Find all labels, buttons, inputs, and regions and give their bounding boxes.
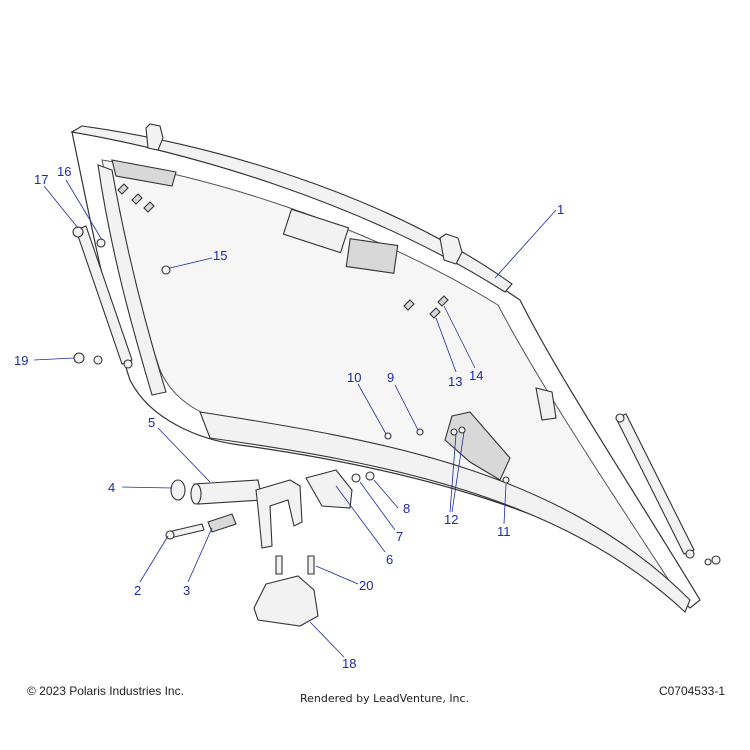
striker-mount-18	[253, 575, 319, 627]
screw-20a	[275, 555, 283, 575]
callout-18: 18	[342, 656, 356, 671]
callout-16: 16	[57, 164, 71, 179]
bolt-14	[437, 295, 449, 307]
callout-5: 5	[148, 415, 155, 430]
vent-grille	[111, 159, 177, 187]
fastener-9	[416, 428, 424, 436]
fasteners	[73, 183, 721, 566]
window-left-trim	[97, 164, 167, 396]
right-mount-bracket	[535, 387, 557, 421]
screw-12b	[458, 426, 466, 434]
top-hinge-right	[439, 233, 463, 265]
rendered-by-credit: Rendered by LeadVenture, Inc.	[300, 692, 470, 705]
bolt-top-c	[143, 201, 155, 213]
ball-stud-16	[96, 238, 106, 248]
callout-labels: 1 2 3 4 5 6 7 8 9 10 11 12 13 14 15 16 1…	[14, 164, 564, 671]
latch-housing-5	[193, 479, 263, 505]
callout-10: 10	[347, 370, 361, 385]
gas-strut-left	[72, 225, 133, 369]
latch-hardware	[165, 469, 353, 627]
bolt-top-b	[131, 193, 143, 205]
interior-bracket	[282, 208, 350, 254]
callout-14: 14	[469, 368, 483, 383]
bolt-13	[403, 299, 415, 311]
callout-11: 11	[497, 524, 511, 539]
leader-lines	[33, 179, 557, 658]
callout-1: 1	[557, 202, 564, 217]
latch-handle	[255, 479, 303, 549]
callout-17: 17	[34, 172, 48, 187]
callout-8: 8	[403, 501, 410, 516]
callout-6: 6	[386, 552, 393, 567]
callout-15: 15	[213, 248, 227, 263]
fastener-11	[502, 476, 510, 484]
washer-8	[351, 473, 361, 483]
fastener-15	[161, 265, 171, 275]
window-bottom-sill	[199, 411, 691, 613]
striker-bracket-6	[305, 469, 353, 509]
callout-9: 9	[387, 370, 394, 385]
nut-right	[711, 555, 721, 565]
callout-12: 12	[444, 512, 458, 527]
bolt-13b	[429, 307, 441, 319]
callout-4: 4	[108, 480, 115, 495]
bushing-4	[170, 479, 186, 501]
window-top-rail	[70, 125, 513, 293]
callout-7: 7	[396, 529, 403, 544]
nut-19	[73, 352, 85, 364]
interior-pad	[345, 238, 399, 274]
fastener-10	[384, 432, 392, 440]
screw-12a	[450, 428, 458, 436]
spring-3	[207, 513, 237, 533]
window-frame-assembly	[70, 123, 701, 613]
callout-3: 3	[183, 583, 190, 598]
callout-19: 19	[14, 353, 28, 368]
bolt-top-a	[117, 183, 129, 195]
drawing-number: C0704533-1	[658, 684, 725, 698]
callout-2: 2	[134, 583, 141, 598]
callout-20: 20	[359, 578, 373, 593]
ball-stud-19	[93, 355, 103, 365]
screw-20b	[307, 555, 315, 575]
gas-strut-right	[615, 413, 695, 559]
top-hinge-left	[145, 123, 164, 151]
copyright-notice: © 2023 Polaris Industries Inc.	[27, 684, 184, 698]
ball-stud-right	[704, 558, 712, 566]
nut-8	[365, 471, 375, 481]
callout-13: 13	[448, 374, 462, 389]
